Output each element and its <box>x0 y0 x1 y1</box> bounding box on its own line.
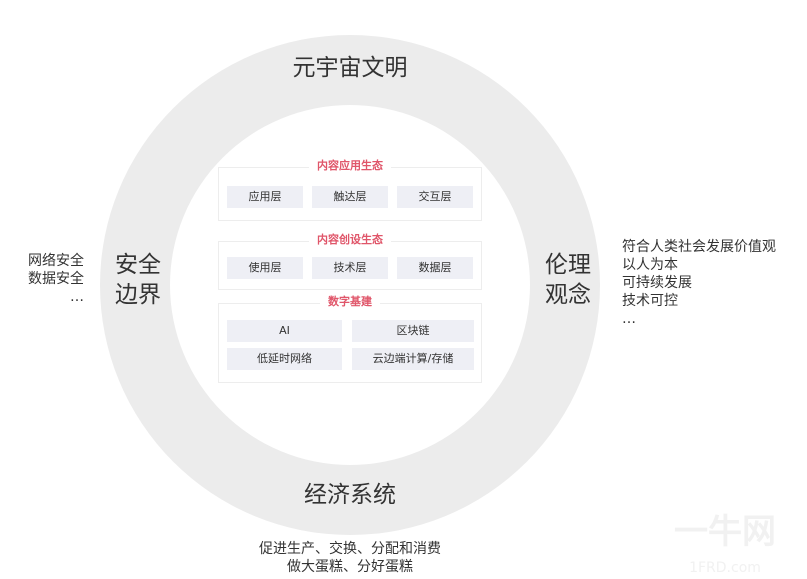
layer-cell: AI <box>227 320 342 342</box>
left-title-line: 安全 <box>115 252 161 278</box>
layer-title: 内容创设生态 <box>309 233 391 246</box>
watermark-url: 1FRD.com <box>689 560 761 576</box>
note: 可持续发展 <box>622 275 692 291</box>
right-title-line: 伦理 <box>545 252 591 278</box>
note: … <box>70 289 84 305</box>
watermark-logo: 一牛网 <box>674 512 776 552</box>
ring-title-right: 伦理 观念 <box>540 250 596 310</box>
layer-cell: 技术层 <box>312 257 388 279</box>
note: … <box>622 311 636 327</box>
layer-cell: 应用层 <box>227 186 303 208</box>
note: 做大蛋糕、分好蛋糕 <box>287 559 413 575</box>
note: 数据安全 <box>28 271 84 287</box>
layer-content-creation: 内容创设生态 使用层 技术层 数据层 <box>218 233 482 290</box>
layer-cell: 使用层 <box>227 257 303 279</box>
right-notes: 符合人类社会发展价值观 以人为本 可持续发展 技术可控 … <box>622 238 776 328</box>
note: 网络安全 <box>28 253 84 269</box>
ring-title-bottom: 经济系统 <box>304 482 396 508</box>
left-notes: 网络安全 数据安全 … <box>18 252 84 306</box>
bottom-notes: 促进生产、交换、分配和消费 做大蛋糕、分好蛋糕 <box>200 540 500 576</box>
layer-content-application: 内容应用生态 应用层 触达层 交互层 <box>218 159 482 221</box>
note: 以人为本 <box>622 257 678 273</box>
layer-cell: 触达层 <box>312 186 388 208</box>
ring-title-top: 元宇宙文明 <box>292 55 408 81</box>
ring-title-left: 安全 边界 <box>110 250 166 310</box>
layer-cell: 低延时网络 <box>227 348 342 370</box>
note: 促进生产、交换、分配和消费 <box>259 541 441 557</box>
layer-cell: 交互层 <box>397 186 473 208</box>
layer-cell: 云边端计算/存储 <box>352 348 474 370</box>
note: 技术可控 <box>622 293 678 309</box>
right-title-line: 观念 <box>545 282 591 308</box>
left-title-line: 边界 <box>115 282 161 308</box>
layer-cell: 区块链 <box>352 320 474 342</box>
layer-title: 内容应用生态 <box>309 159 391 172</box>
note: 符合人类社会发展价值观 <box>622 239 776 255</box>
layer-title: 数字基建 <box>320 295 380 308</box>
layer-cell: 数据层 <box>397 257 473 279</box>
layer-digital-infrastructure: 数字基建 AI 区块链 低延时网络 云边端计算/存储 <box>218 295 482 383</box>
